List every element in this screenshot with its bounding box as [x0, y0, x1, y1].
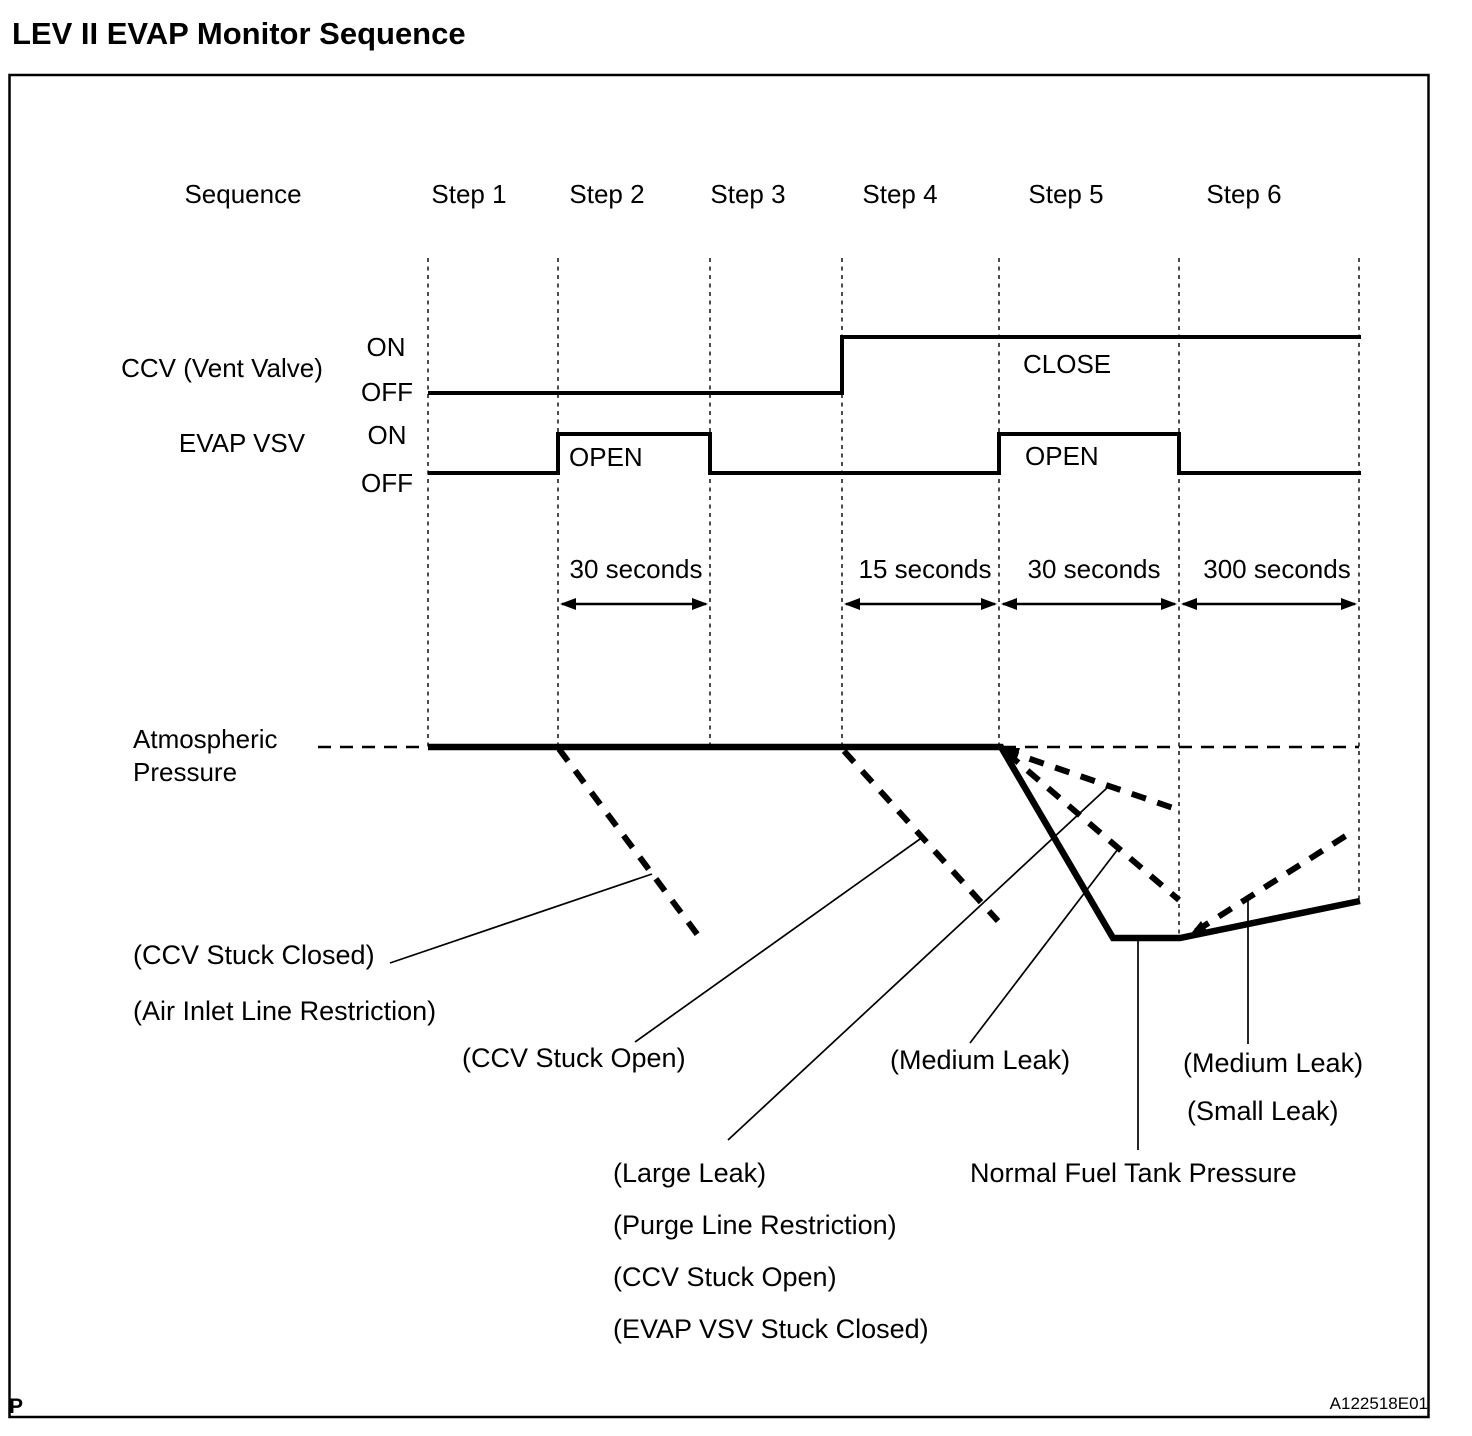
arrowhead	[1181, 598, 1197, 610]
ccv-signal-label: CCV (Vent Valve)	[121, 353, 323, 383]
ccv-waveform	[428, 335, 1361, 395]
ccv-signal-group: CCV (Vent Valve) ON OFF CLOSE	[121, 332, 1361, 407]
evap-vsv-waveform	[428, 432, 1361, 475]
arrowhead	[692, 598, 708, 610]
curve-large-leak	[1003, 747, 1180, 813]
ccv-off-label: OFF	[361, 377, 413, 407]
step-5-label: Step 5	[1028, 179, 1103, 209]
callout-lines	[389, 786, 1249, 1150]
duration-step6: 300 seconds	[1203, 554, 1350, 584]
page-marker: P	[9, 1395, 23, 1418]
header-row: Sequence Step 1 Step 2 Step 3 Step 4 Ste…	[184, 179, 1281, 209]
evap-vsv-on-label: ON	[368, 420, 407, 450]
atmospheric-label-line2: Pressure	[133, 757, 237, 787]
duration-step5: 30 seconds	[1028, 554, 1161, 584]
evap-vsv-signal-group: EVAP VSV ON OFF OPEN OPEN	[179, 420, 1361, 498]
curve-ccv-stuck-closed	[556, 747, 703, 940]
label-air-inlet-line-restriction: (Air Inlet Line Restriction)	[133, 996, 436, 1026]
arrowhead	[1001, 598, 1017, 610]
label-small-leak-right: (Small Leak)	[1187, 1096, 1339, 1126]
arrowhead	[1341, 598, 1357, 610]
step-1-label: Step 1	[431, 179, 506, 209]
normal-pressure-curve	[428, 743, 1361, 942]
pointer-medium-leak-center	[969, 848, 1119, 1044]
pointer-large-leak-group	[727, 786, 1109, 1141]
pointer-ccv-stuck-open-left	[634, 838, 921, 1043]
fault-curve-arrowheads	[1001, 748, 1207, 936]
evap-vsv-signal-label: EVAP VSV	[179, 428, 306, 458]
duration-arrowheads	[560, 598, 1357, 610]
label-normal-fuel-tank-pressure: Normal Fuel Tank Pressure	[970, 1158, 1297, 1188]
label-ccv-stuck-open-left: (CCV Stuck Open)	[462, 1043, 686, 1073]
step-6-label: Step 6	[1206, 179, 1281, 209]
label-evap-vsv-stuck-closed: (EVAP VSV Stuck Closed)	[613, 1314, 929, 1344]
arrowhead	[560, 598, 576, 610]
ccv-close-annotation: CLOSE	[1023, 349, 1111, 379]
diagram-frame	[8, 73, 1430, 1419]
curve-ccv-stuck-open	[841, 748, 1001, 924]
sequence-label: Sequence	[184, 179, 301, 209]
label-medium-leak-right: (Medium Leak)	[1183, 1048, 1363, 1078]
step-2-label: Step 2	[569, 179, 644, 209]
arrowhead-at-trough	[1189, 921, 1207, 936]
duration-step4: 15 seconds	[859, 554, 992, 584]
step-3-label: Step 3	[710, 179, 785, 209]
duration-step2: 30 seconds	[570, 554, 703, 584]
label-large-leak: (Large Leak)	[613, 1158, 766, 1188]
step-gridlines	[427, 258, 1360, 934]
evap-vsv-open-annotation-1: OPEN	[569, 442, 643, 472]
label-ccv-stuck-closed: (CCV Stuck Closed)	[133, 940, 375, 970]
arrowhead	[981, 598, 997, 610]
arrowhead	[1161, 598, 1177, 610]
page-title: LEV II EVAP Monitor Sequence	[12, 16, 466, 51]
curve-medium-leak	[1005, 750, 1181, 903]
pointer-ccv-stuck-closed	[389, 873, 653, 964]
fault-curves	[556, 747, 1357, 940]
evap-vsv-off-label: OFF	[361, 468, 413, 498]
atmospheric-pressure-label: Atmospheric Pressure	[133, 724, 278, 787]
label-purge-line-restriction: (Purge Line Restriction)	[613, 1210, 897, 1240]
label-ccv-stuck-open-bottom: (CCV Stuck Open)	[613, 1262, 837, 1292]
evap-vsv-open-annotation-2: OPEN	[1025, 441, 1099, 471]
arrowhead-at-bend	[1001, 748, 1020, 760]
duration-labels: 30 seconds 15 seconds 30 seconds 300 sec…	[570, 554, 1351, 584]
step-4-label: Step 4	[862, 179, 937, 209]
fault-annotation-labels: (CCV Stuck Closed) (Air Inlet Line Restr…	[133, 940, 1363, 1344]
arrowhead	[844, 598, 860, 610]
atmospheric-label-line1: Atmospheric	[133, 724, 278, 754]
figure-id: A122518E01	[1330, 1394, 1428, 1413]
label-medium-leak-center: (Medium Leak)	[890, 1045, 1070, 1075]
ccv-on-label: ON	[367, 332, 406, 362]
curve-small-leak-recovery	[1194, 827, 1357, 934]
